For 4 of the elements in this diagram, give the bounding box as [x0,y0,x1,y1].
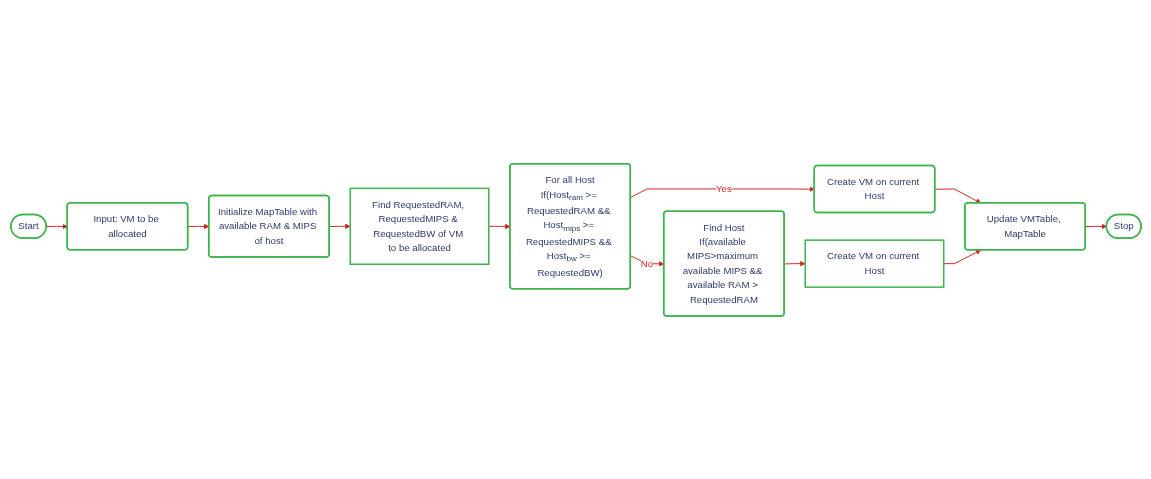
node-box: Find RequestedRAM, RequestedMIPS & RequestedBW of VM to be allocated [349,187,490,265]
node-box: Create VM on current Host [804,238,945,288]
edge-label: Yes [715,183,732,194]
edge-label: No [640,257,653,269]
